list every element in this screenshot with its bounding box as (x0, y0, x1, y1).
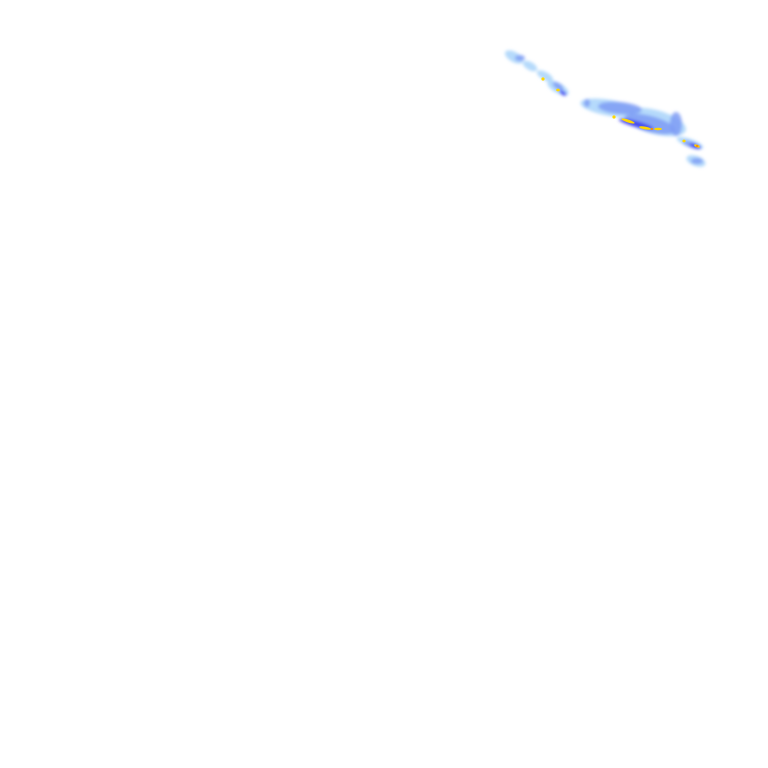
radar-echo-light (522, 60, 538, 72)
echo-mid (515, 55, 703, 164)
radar-echo-intense (654, 127, 662, 131)
radar-echo-mid (691, 158, 703, 164)
radar-echo-mid (624, 113, 676, 135)
echo-intense (541, 77, 700, 148)
radar-echo-intense (556, 88, 560, 92)
radar-echo-intense (639, 126, 651, 130)
radar-echo-mid (515, 55, 525, 61)
radar-echo-heavy (559, 90, 567, 96)
radar-echo-intense (682, 139, 686, 143)
radar-echo-extreme (695, 145, 699, 147)
radar-echo-intense (541, 77, 545, 81)
precipitation-band (504, 50, 706, 167)
radar-echo-mid (584, 99, 590, 107)
radar-echo-mid (552, 81, 564, 91)
intense-cores (541, 77, 700, 148)
radar-echo-light (536, 70, 554, 82)
radar-echo-mid (598, 101, 642, 115)
echo-extreme (650, 128, 699, 147)
radar-echo-intense (621, 118, 635, 124)
radar-echo-mid (670, 112, 682, 136)
radar-echo-extreme (650, 128, 654, 130)
radar-echo-intense (612, 115, 616, 119)
